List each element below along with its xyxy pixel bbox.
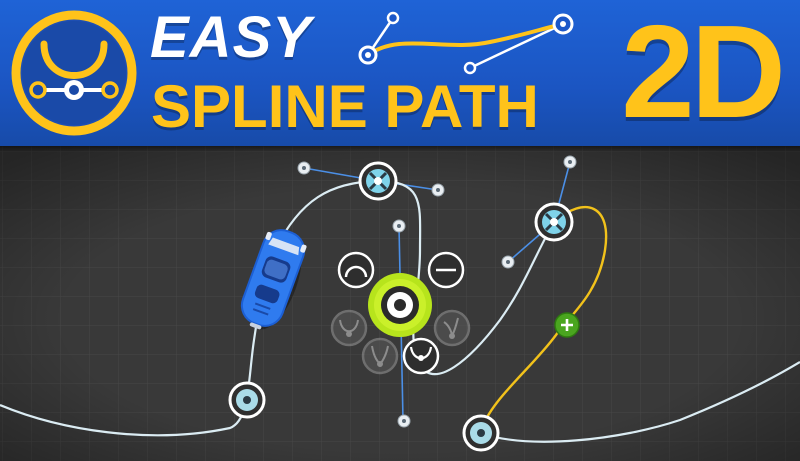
line-tool-icon[interactable] (427, 251, 465, 289)
arc-tool-icon[interactable] (337, 251, 375, 289)
add-point-icon[interactable] (554, 312, 580, 338)
center-pivot-button[interactable] (368, 273, 432, 337)
blue-sports-car-icon[interactable] (234, 223, 313, 336)
handle-points[interactable] (297, 155, 577, 428)
control-node-bottom-right[interactable] (462, 414, 500, 452)
smooth-right-tool-icon[interactable] (433, 309, 471, 347)
smooth-left-tool-icon[interactable] (330, 309, 368, 347)
title-easy: EASY (150, 5, 312, 70)
cusp-left-tool-icon[interactable] (361, 337, 399, 375)
title-spline-path: SPLINE PATH (151, 73, 539, 140)
header-shadow (0, 146, 800, 152)
control-node-right[interactable] (534, 202, 574, 242)
cusp-active-tool-icon[interactable] (402, 337, 440, 375)
spline-curve-logo-icon (11, 10, 137, 136)
control-node-bottom-left[interactable] (228, 381, 266, 419)
header-spline-graphic (358, 11, 574, 75)
spline-path-tail[interactable] (479, 361, 800, 443)
control-node-top[interactable] (358, 161, 398, 201)
selected-spline-segment[interactable] (478, 205, 608, 434)
title-2d-badge: 2D (621, 0, 786, 145)
